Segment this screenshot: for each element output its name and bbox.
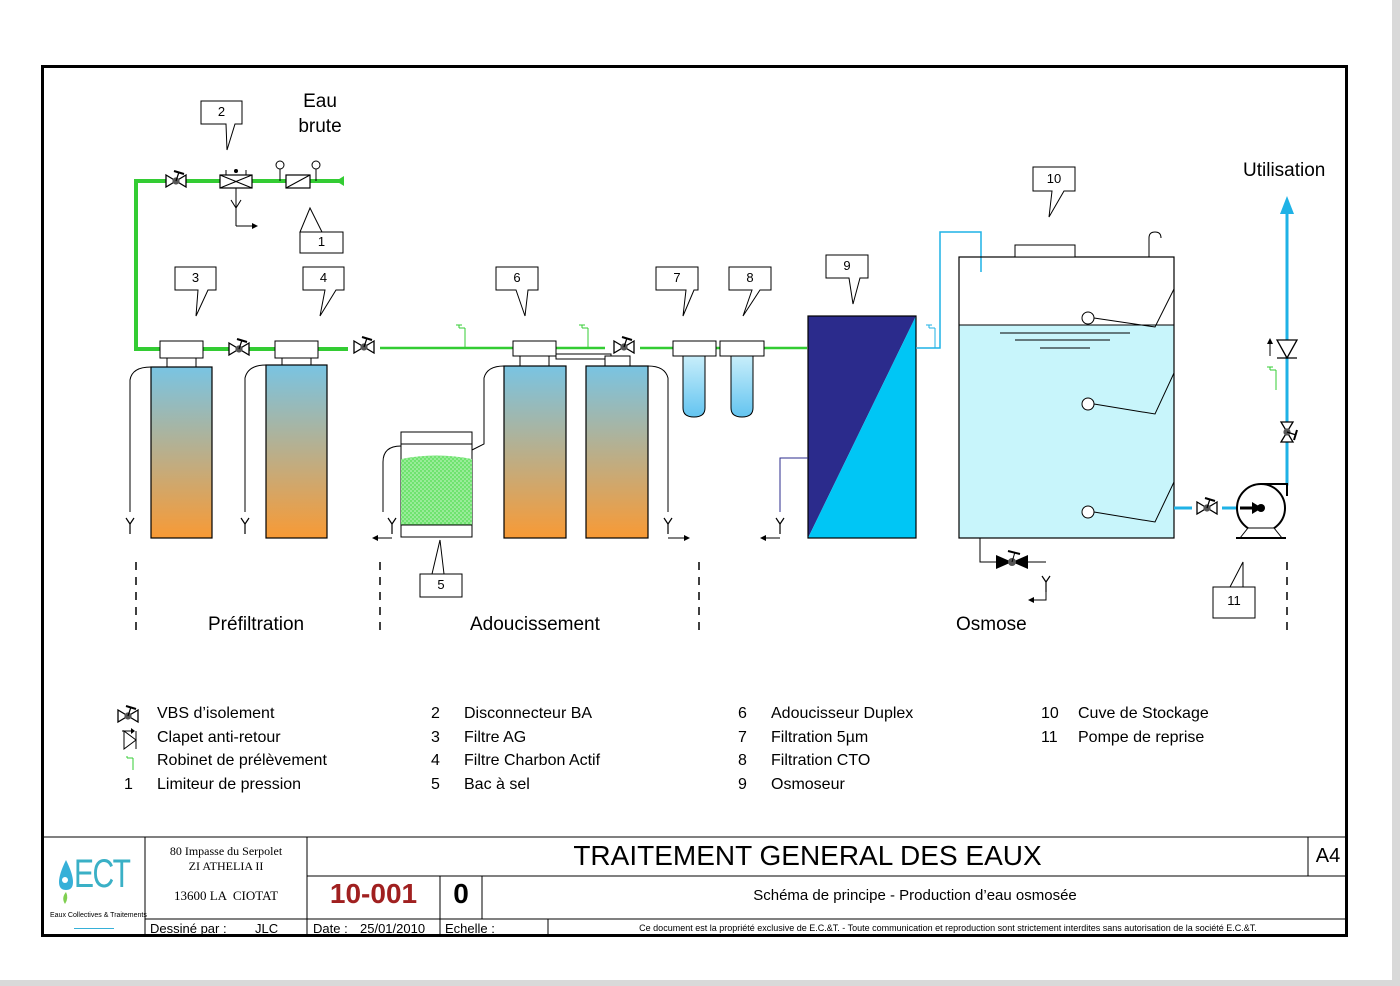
raw-water-label: Eau brute: [298, 91, 342, 137]
revision-index: 0: [453, 878, 469, 909]
legend-num-11: 11: [1041, 729, 1058, 746]
callout-1: 1: [317, 234, 326, 249]
legend-text-6: Adoucisseur Duplex: [771, 705, 914, 722]
document-subtitle: Schéma de principe - Production d’eau os…: [753, 887, 1077, 904]
callout-6: 6: [513, 270, 521, 285]
legend-num-2: 2: [431, 705, 440, 722]
inlet-arrow: [336, 176, 344, 186]
use-arrow: [1280, 196, 1294, 214]
callout-3: 3: [191, 270, 200, 285]
callout-balloons: [174, 100, 1256, 619]
pressure-limiter: [275, 160, 321, 189]
legend-num-8: 8: [738, 752, 747, 769]
callout-4: 4: [319, 270, 328, 285]
legend-text-3: Filtre AG: [464, 729, 527, 746]
drawing-frame: [41, 65, 1348, 937]
callout-5: 5: [437, 577, 445, 592]
legend-check-valve-text: Clapet anti-retour: [157, 729, 281, 746]
logo-subtitle: Eaux Collectives & Traitements: [50, 912, 147, 919]
address-line-1: 80 Impasse du Serpolet: [169, 844, 283, 858]
salt-tank: [372, 431, 473, 541]
drawn-by-value: JLC: [255, 921, 279, 936]
section-prefiltration: Préfiltration: [208, 614, 305, 635]
section-softening: Adoucissement: [470, 614, 600, 635]
legend-num-9: 9: [738, 776, 747, 793]
sampling-tap-icon: [126, 756, 134, 770]
callout-2: 2: [217, 104, 226, 119]
legend-num-6: 6: [738, 705, 747, 722]
use-label: Utilisation: [1243, 160, 1326, 181]
address-line-3: 13600 LA CIOTAT: [173, 888, 279, 903]
carbon-filter: [240, 340, 328, 539]
ect-logo: [59, 860, 73, 904]
page-edge-bottom: [0, 980, 1400, 986]
storage-tank: [958, 231, 1175, 603]
legend-text-1: Limiteur de pression: [157, 776, 302, 793]
legend-text-9: Osmoseur: [771, 776, 845, 793]
callout-9: 9: [843, 258, 851, 273]
legend-text-10: Cuve de Stockage: [1078, 705, 1209, 722]
delivery-pump: [1236, 483, 1288, 539]
legend-num-7: 7: [738, 729, 747, 746]
legend-valve-text: VBS d’isolement: [157, 705, 275, 722]
legend-text-11: Pompe de reprise: [1078, 729, 1205, 746]
document-number: 10-001: [329, 878, 418, 909]
legend-num-4: 4: [431, 752, 440, 769]
date-value: 25/01/2010: [360, 921, 426, 936]
format-label: A4: [1315, 845, 1341, 867]
check-valve-icon: [122, 728, 137, 750]
cartridge-cto: [719, 340, 765, 418]
callout-8: 8: [746, 270, 754, 285]
address-line-2: ZI ATHELIA II: [188, 859, 264, 873]
logo-text: ECT: [74, 852, 131, 896]
legend-num-3: 3: [431, 729, 440, 746]
backflow-preventer: [219, 169, 258, 229]
legend-text-4: Filtre Charbon Actif: [464, 752, 601, 769]
legend-num-1: 1: [124, 776, 133, 793]
ownership-notice: Ce document est la propriété exclusive d…: [639, 923, 1257, 933]
callout-10: 10: [1046, 171, 1062, 186]
callout-7: 7: [673, 270, 681, 285]
callout-11: 11: [1227, 593, 1241, 608]
legend-num-5: 5: [431, 776, 440, 793]
page-edge-right: [1392, 0, 1400, 986]
logo-underline: [74, 928, 114, 929]
cartridge-5um: [672, 340, 717, 418]
legend-text-8: Filtration CTO: [771, 752, 871, 769]
legend-tap-text: Robinet de prélèvement: [157, 752, 327, 769]
section-dividers: [135, 562, 1288, 636]
softener-duplex: [471, 340, 690, 541]
legend-text-2: Disconnecteur BA: [464, 705, 593, 722]
reverse-osmosis-unit: [760, 315, 917, 541]
legend-text-5: Bac à sel: [464, 776, 530, 793]
legend-num-10: 10: [1041, 705, 1059, 722]
sampling-taps: [455, 324, 1277, 391]
legend-icons: [117, 705, 139, 770]
drawn-by-label: Dessiné par :: [150, 921, 227, 936]
permeate-line: [916, 231, 982, 349]
section-osmosis: Osmose: [956, 614, 1027, 635]
scale-label: Echelle :: [445, 921, 495, 936]
filter-ag: [125, 340, 213, 539]
date-label: Date :: [313, 921, 348, 936]
legend-text-7: Filtration 5µm: [771, 729, 869, 746]
document-title: TRAITEMENT GENERAL DES EAUX: [573, 840, 1042, 871]
check-valve-distribution: [1267, 338, 1299, 360]
